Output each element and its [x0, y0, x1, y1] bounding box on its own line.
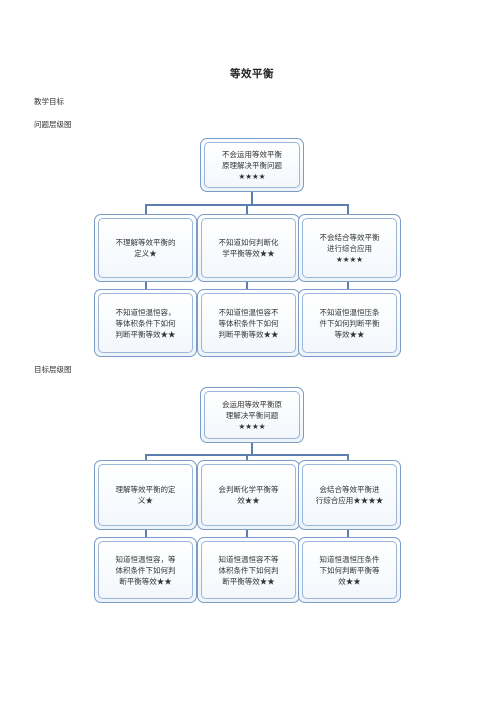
node-text: 不会运用等效平衡 原理解决平衡问题 ★★★★ — [204, 142, 300, 188]
problem-level2-node: 不理解等效平衡的 定义★ — [94, 214, 197, 282]
goal-level3-node: 知道恒温恒压条件 下如何判断平衡等 效★★ — [298, 537, 401, 603]
node-text: 会运用等效平衡原 理解决平衡问题 ★★★★ — [204, 391, 300, 439]
problem-level3-node: 不知道恒温恒容， 等体积条件下如何 判断平衡等效★★ — [94, 289, 197, 357]
node-text: 不知道如何判断化 学平衡等效★★ — [201, 218, 296, 278]
node-text: 会结合等效平衡进 行综合应用★★★★ — [302, 464, 397, 526]
goal-level3-node: 知道恒温恒容，等 体积条件下如何判 断平衡等效★★ — [94, 537, 197, 603]
connector — [347, 280, 349, 290]
connector — [251, 190, 253, 204]
goal-level2-node: 会结合等效平衡进 行综合应用★★★★ — [298, 460, 401, 530]
page-title: 等效平衡 — [230, 68, 274, 80]
goal-root-node: 会运用等效平衡原 理解决平衡问题 ★★★★ — [200, 387, 304, 443]
connector — [145, 204, 147, 216]
goal-level3-node: 知道恒温恒容不等 体积条件下如何判 断平衡等效★★ — [197, 537, 300, 603]
node-text: 不知道恒温恒容不 等体积条件下如何 判断平衡等效★★ — [201, 293, 296, 353]
connector — [145, 280, 147, 290]
connector — [347, 204, 349, 216]
connector — [246, 528, 248, 538]
node-text: 理解等效平衡的定 义★ — [98, 464, 193, 526]
problem-level3-node: 不知道恒温恒容不 等体积条件下如何 判断平衡等效★★ — [197, 289, 300, 357]
problem-level2-node: 不知道如何判断化 学平衡等效★★ — [197, 214, 300, 282]
node-text: 不知道恒温恒容， 等体积条件下如何 判断平衡等效★★ — [98, 293, 193, 353]
connector — [347, 454, 349, 462]
connector — [145, 454, 147, 462]
node-text: 不会结合等效平衡 进行综合应用 ★★★★ — [302, 218, 397, 278]
connector — [246, 204, 248, 216]
problem-level2-node: 不会结合等效平衡 进行综合应用 ★★★★ — [298, 214, 401, 282]
problem-root-node: 不会运用等效平衡 原理解决平衡问题 ★★★★ — [200, 138, 304, 192]
node-text: 知道恒温恒压条件 下如何判断平衡等 效★★ — [302, 541, 397, 599]
connector — [246, 280, 248, 290]
section-heading: 教学目标 — [34, 97, 64, 106]
problem-level3-node: 不知道恒温恒压条 件下如何判断平衡 等效★★ — [298, 289, 401, 357]
node-text: 会判断化学平衡等 效★★ — [201, 464, 296, 526]
node-text: 不知道恒温恒压条 件下如何判断平衡 等效★★ — [302, 293, 397, 353]
goal-chart-caption: 目标层级图 — [34, 365, 72, 374]
node-text: 知道恒温恒容不等 体积条件下如何判 断平衡等效★★ — [201, 541, 296, 599]
problem-chart-caption: 问题层级图 — [34, 120, 72, 129]
goal-level2-node: 会判断化学平衡等 效★★ — [197, 460, 300, 530]
node-text: 知道恒温恒容，等 体积条件下如何判 断平衡等效★★ — [98, 541, 193, 599]
connector — [251, 441, 253, 454]
connector — [145, 528, 147, 538]
connector — [347, 528, 349, 538]
goal-level2-node: 理解等效平衡的定 义★ — [94, 460, 197, 530]
connector — [246, 454, 248, 462]
node-text: 不理解等效平衡的 定义★ — [98, 218, 193, 278]
